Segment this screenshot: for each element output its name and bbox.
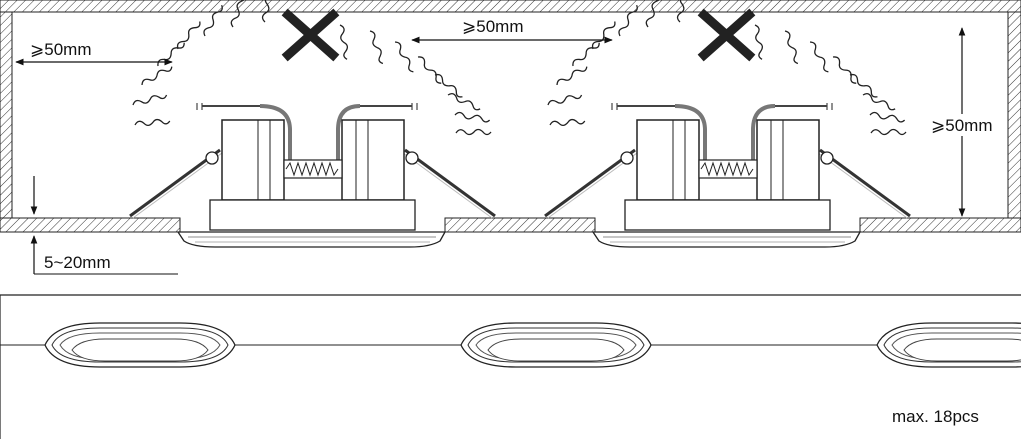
between-spacing-label: ⩾50mm bbox=[462, 17, 523, 36]
side-spacing-dimension: ⩾50mm bbox=[15, 40, 173, 66]
no-cover-x-icon bbox=[697, 8, 756, 62]
ceiling-light-1 bbox=[44, 322, 236, 368]
clearance-dimension: ⩾50mm bbox=[930, 27, 998, 217]
ceiling-light-3 bbox=[876, 322, 1021, 368]
ceiling-thickness-label: 5~20mm bbox=[44, 253, 111, 272]
clearance-label: ⩾50mm bbox=[931, 116, 992, 135]
ceiling-thickness-dimension: 5~20mm bbox=[30, 176, 178, 275]
no-cover-x-icon bbox=[281, 8, 340, 62]
max-count-label: max. 18pcs bbox=[892, 407, 979, 426]
between-spacing-dimension: ⩾50mm bbox=[411, 17, 613, 44]
ceiling-light-2 bbox=[460, 322, 652, 368]
ceiling-section bbox=[0, 0, 1021, 233]
side-spacing-label: ⩾50mm bbox=[30, 40, 91, 59]
